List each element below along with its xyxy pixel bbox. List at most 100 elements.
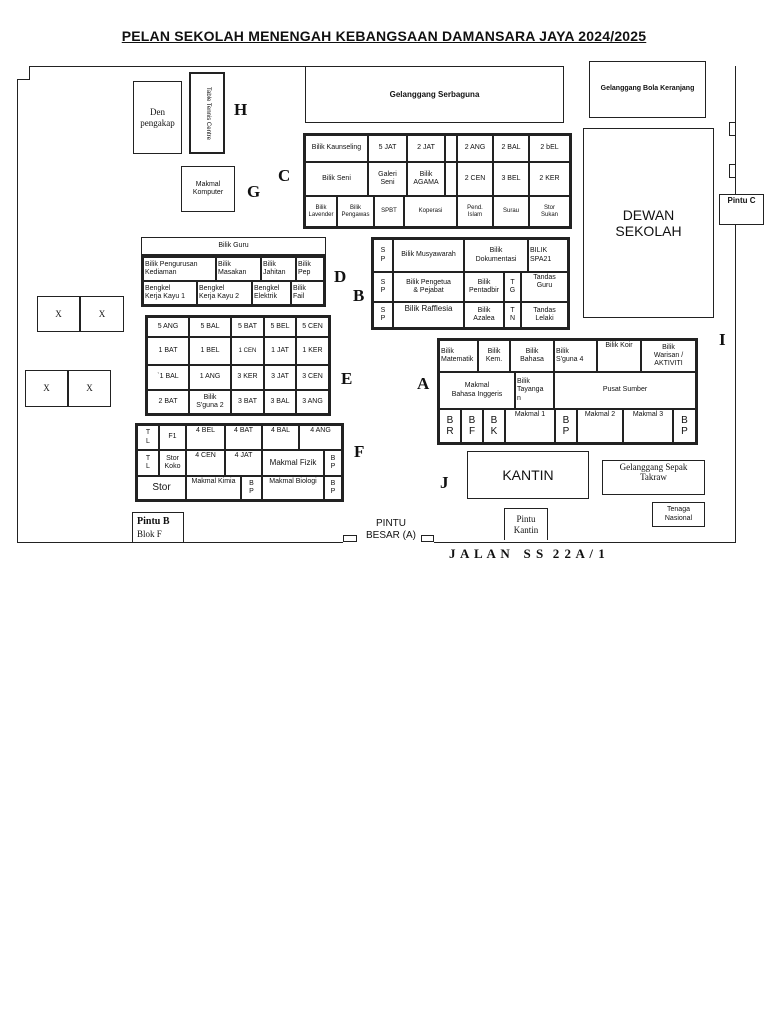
class-4-ang: 4 ANG <box>299 425 342 450</box>
gate-post-left <box>343 535 357 542</box>
tn: T N <box>504 302 521 328</box>
class-3-ker: 3 KER <box>231 365 264 390</box>
x-box-2: X <box>80 296 124 332</box>
block-j-letter: J <box>440 473 449 492</box>
pusat-sumber: Pusat Sumber <box>554 372 696 409</box>
pend-islam: Pend. Islam <box>457 196 493 227</box>
pintu-kantin[interactable]: Pintu Kantin <box>504 508 548 540</box>
bk: B K <box>483 409 505 443</box>
table-tennis-label: Table Tennis Centre <box>204 86 211 140</box>
class-3-jat: 3 JAT <box>264 365 296 390</box>
bilik-lavender: Bilik Lavender <box>305 196 337 227</box>
bilik-musyawarah: Bilik Musyawarah <box>393 239 464 272</box>
sp-3: S P <box>373 302 393 328</box>
tg: T G <box>504 272 521 302</box>
bengkel-kerja-kayu-1: Bengkel Kerja Kayu 1 <box>143 281 197 305</box>
x-box-3: X <box>25 370 68 407</box>
block-f-letter: F <box>354 442 365 461</box>
gap-c2 <box>445 162 457 196</box>
bp-a1: B P <box>555 409 577 443</box>
class-3-ang: 3 ANG <box>296 390 329 414</box>
makmal-bahasa-inggeris: Makmal Bahasa Inggeris <box>439 372 515 409</box>
bf: B F <box>461 409 483 443</box>
block-c-letter: C <box>278 166 291 185</box>
class-2-ker: 2 KER <box>529 162 570 196</box>
class-1-bat: 1 BAT <box>147 337 189 365</box>
class-2-ang: 2 ANG <box>457 135 493 162</box>
bilik-sguna-2: Bilik S'guna 2 <box>189 390 231 414</box>
makmal-komputer: Makmal Komputer <box>181 166 235 212</box>
gelanggang-serbaguna: Gelanggang Serbaguna <box>305 66 564 123</box>
bilik-kaunseling: Bilik Kaunseling <box>305 135 368 162</box>
bilik-azalea: Bilik Azalea <box>464 302 504 328</box>
class-3-cen: 3 CEN <box>296 365 329 390</box>
pintu-c: Pintu C <box>719 194 764 225</box>
makmal-1: Makmal 1 <box>505 409 555 443</box>
makmal-biologi: Makmal Biologi <box>262 476 324 500</box>
class-5-bat: 5 BAT <box>231 317 264 337</box>
bilik-dokumentasi: Bilik Dokumentasi <box>464 239 528 272</box>
site-boundary-top <box>29 66 305 67</box>
bilik-pentadbir: Bilik Pentadbir <box>464 272 504 302</box>
bilik-seni: Bilik Seni <box>305 162 368 196</box>
class-1-bel: 1 BEL <box>189 337 231 365</box>
tl-2: T L <box>137 450 159 476</box>
site-boundary-left-up <box>29 66 30 80</box>
bilik-tayangan: Bilik Tayanga n <box>515 372 554 409</box>
class-4-bel: 4 BEL <box>186 425 225 450</box>
class-2-bat: 2 BAT <box>147 390 189 414</box>
class-1-jat: 1 JAT <box>264 337 296 365</box>
spbt: SPBT <box>374 196 404 227</box>
tandas-guru: Tandas Guru <box>521 272 568 302</box>
block-b <box>371 237 570 330</box>
tandas-lelaki: Tandas Lelaki <box>521 302 568 328</box>
street-name: J A L A N S S 2 2 A / 1 <box>449 546 606 561</box>
bilik-guru: Bilik Guru <box>141 237 326 255</box>
pintu-b-label: Pintu B <box>137 516 170 527</box>
site-boundary-bottom-left <box>17 542 343 543</box>
class-1-ker: 1 KER <box>296 337 329 365</box>
class-5-bel: 5 BEL <box>264 317 296 337</box>
sp-2: S P <box>373 272 393 302</box>
block-h-letter: H <box>234 100 248 119</box>
pintu-b-box[interactable]: Pintu B Blok F <box>132 512 184 543</box>
class-5-ang: 5 ANG <box>147 317 189 337</box>
class-5-cen: 5 CEN <box>296 317 329 337</box>
bilik-warisan-aktiviti: Bilik Warisan / AKTIVITI <box>641 340 696 372</box>
bilik-spa21: BILIK SPA21 <box>528 239 568 272</box>
bilik-kem: Bilik Kem. <box>478 340 510 372</box>
koperasi: Koperasi <box>404 196 457 227</box>
stor-koko: Stor Koko <box>159 450 186 476</box>
map-title: PELAN SEKOLAH MENENGAH KEBANGSAAN DAMANS… <box>121 28 647 44</box>
pintu-besar-label[interactable]: PINTU BESAR (A) <box>365 518 416 541</box>
bengkel-elektrik: Bengkel Elektrik <box>252 281 291 305</box>
bilik-fail: Bilik Fail <box>291 281 324 305</box>
makmal-fizik: Makmal Fizik <box>262 450 324 476</box>
galeri-seni: Galeri Seni <box>368 162 407 196</box>
class-2-bal: 2 BAL <box>493 135 529 162</box>
class-1-cen: 1 CEN <box>231 337 264 365</box>
tl-1: T L <box>137 425 159 450</box>
tenaga-nasional: Tenaga Nasional <box>652 502 705 527</box>
block-i-letter: I <box>719 330 726 349</box>
makmal-kimia: Makmal Kimia <box>186 476 241 500</box>
bilik-koir: Bilik Koir <box>597 340 641 372</box>
class-5-bal: 5 BAL <box>189 317 231 337</box>
bp-f1: B P <box>324 450 342 476</box>
class-4-cen: 4 CEN <box>186 450 225 476</box>
class-3-bel: 3 BEL <box>493 162 529 196</box>
block-c <box>303 133 572 229</box>
class-4-bal: 4 BAL <box>262 425 299 450</box>
site-boundary-right <box>735 66 736 543</box>
block-e-letter: E <box>341 369 353 388</box>
site-boundary-left <box>17 79 18 543</box>
x-box-1: X <box>37 296 80 332</box>
block-g-letter: G <box>247 182 261 201</box>
block-d-letter: D <box>334 267 347 286</box>
block-a <box>437 338 698 445</box>
kantin: KANTIN <box>467 451 589 499</box>
x-box-4: X <box>68 370 111 407</box>
class-1-ang: 1 ANG <box>189 365 231 390</box>
class-2-jat: 2 JAT <box>407 135 445 162</box>
class-2-bel: 2 bEL <box>529 135 570 162</box>
